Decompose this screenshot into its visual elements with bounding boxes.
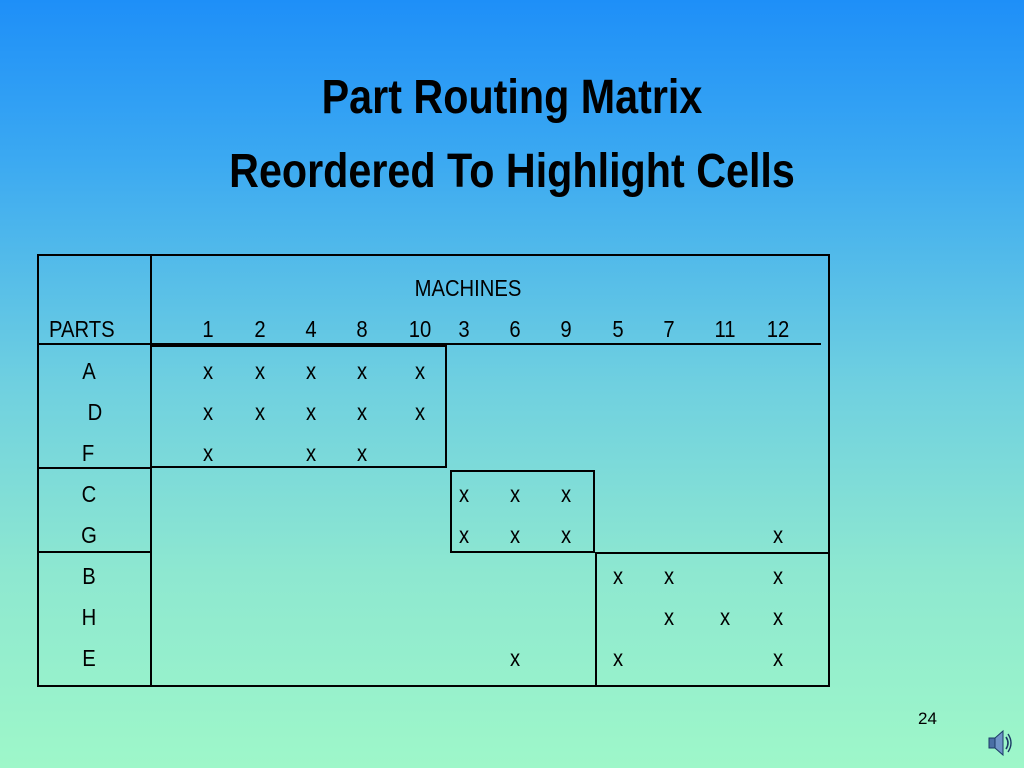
routing-mark: x <box>663 563 675 589</box>
part-label: D <box>87 399 103 425</box>
routing-mark: x <box>663 604 675 630</box>
header-divider <box>37 343 821 345</box>
routing-mark: x <box>356 399 368 425</box>
parts-group-divider <box>37 551 152 553</box>
cell-1-box-bottom <box>152 466 447 468</box>
part-label: A <box>82 358 96 384</box>
routing-mark: x <box>772 522 784 548</box>
part-label: H <box>81 604 97 630</box>
machine-header: 6 <box>509 316 521 342</box>
routing-mark: x <box>509 645 521 671</box>
cell-2-box-right <box>593 470 595 553</box>
parts-column-divider <box>150 254 152 687</box>
routing-mark: x <box>254 399 266 425</box>
machine-header: 10 <box>408 316 432 342</box>
slide-number: 24 <box>918 709 937 728</box>
routing-mark: x <box>560 481 572 507</box>
title-line-2: Reordered To Highlight Cells <box>229 145 795 198</box>
machine-header: 3 <box>458 316 470 342</box>
cell-2-box-top <box>450 470 595 472</box>
routing-mark: x <box>305 358 317 384</box>
routing-mark: x <box>772 604 784 630</box>
cell-1-box-top <box>152 345 447 347</box>
routing-mark: x <box>612 645 624 671</box>
machine-header: 1 <box>202 316 214 342</box>
part-label: G <box>81 522 97 548</box>
part-label: B <box>82 563 96 589</box>
machine-header: 2 <box>254 316 266 342</box>
machine-header: 8 <box>356 316 368 342</box>
matrix-border-bottom <box>37 685 830 687</box>
routing-mark: x <box>772 563 784 589</box>
matrix-border-top <box>37 254 830 256</box>
part-label: C <box>81 481 97 507</box>
routing-mark: x <box>305 399 317 425</box>
routing-mark: x <box>356 440 368 466</box>
title-line-1: Part Routing Matrix <box>321 71 703 124</box>
routing-mark: x <box>202 358 214 384</box>
machine-header: 11 <box>714 316 736 342</box>
cell-2-box-left <box>450 470 452 553</box>
cell-3-box-left <box>595 552 597 687</box>
machine-header: 5 <box>612 316 624 342</box>
matrix-border-left <box>37 254 39 687</box>
routing-mark: x <box>414 358 426 384</box>
routing-mark: x <box>458 522 470 548</box>
parts-group-divider <box>37 467 152 469</box>
routing-mark: x <box>509 481 521 507</box>
routing-mark: x <box>719 604 731 630</box>
cell-3-box-top <box>595 552 830 554</box>
routing-mark: x <box>509 522 521 548</box>
matrix-border-right <box>828 254 830 687</box>
speaker-icon[interactable] <box>983 726 1013 760</box>
machines-label: MACHINES <box>414 275 522 301</box>
machine-header: 7 <box>663 316 675 342</box>
routing-mark: x <box>356 358 368 384</box>
routing-mark: x <box>560 522 572 548</box>
routing-mark: x <box>254 358 266 384</box>
part-label: E <box>82 645 96 671</box>
parts-label: PARTS <box>49 316 115 342</box>
cell-1-box-right <box>445 345 447 468</box>
machine-header: 4 <box>305 316 317 342</box>
routing-mark: x <box>202 399 214 425</box>
routing-mark: x <box>772 645 784 671</box>
cell-2-box-bottom <box>450 551 595 553</box>
routing-mark: x <box>414 399 426 425</box>
routing-mark: x <box>202 440 214 466</box>
machine-header: 12 <box>766 316 790 342</box>
routing-mark: x <box>458 481 470 507</box>
part-label: F <box>81 440 95 466</box>
machine-header: 9 <box>560 316 572 342</box>
routing-mark: x <box>305 440 317 466</box>
routing-mark: x <box>612 563 624 589</box>
